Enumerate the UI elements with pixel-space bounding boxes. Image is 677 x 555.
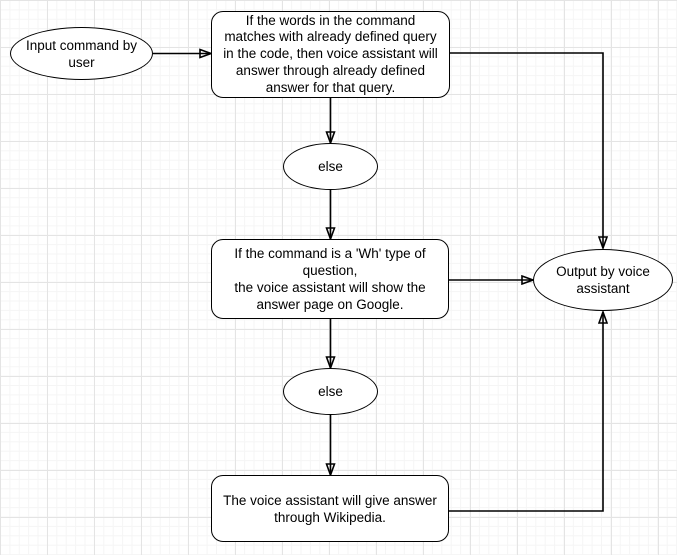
edge-wiki-to-output[interactable] <box>449 312 603 512</box>
node-else-1-label: else <box>318 159 343 174</box>
node-input-command-label: Input command by user <box>25 37 138 70</box>
node-wikipedia-answer-label: The voice assistant will give answer thr… <box>223 492 437 525</box>
node-output-voice-assistant-label: Output by voice assistant <box>556 264 650 296</box>
edge-match-to-output[interactable] <box>450 52 603 248</box>
node-else-2-label: else <box>318 384 343 399</box>
node-defined-query-condition-label: If the words in the command matches with… <box>223 12 438 95</box>
node-defined-query-condition[interactable]: If the words in the command matches with… <box>211 11 450 98</box>
node-else-1[interactable]: else <box>283 143 378 190</box>
node-input-command[interactable]: Input command by user <box>10 27 153 80</box>
node-else-2[interactable]: else <box>283 368 378 415</box>
node-wikipedia-answer[interactable]: The voice assistant will give answer thr… <box>211 475 449 542</box>
node-output-voice-assistant[interactable]: Output by voice assistant <box>533 249 673 311</box>
node-wh-question-condition-label: If the command is a 'Wh' type of questio… <box>234 246 426 312</box>
node-wh-question-condition[interactable]: If the command is a 'Wh' type of questio… <box>211 239 449 319</box>
